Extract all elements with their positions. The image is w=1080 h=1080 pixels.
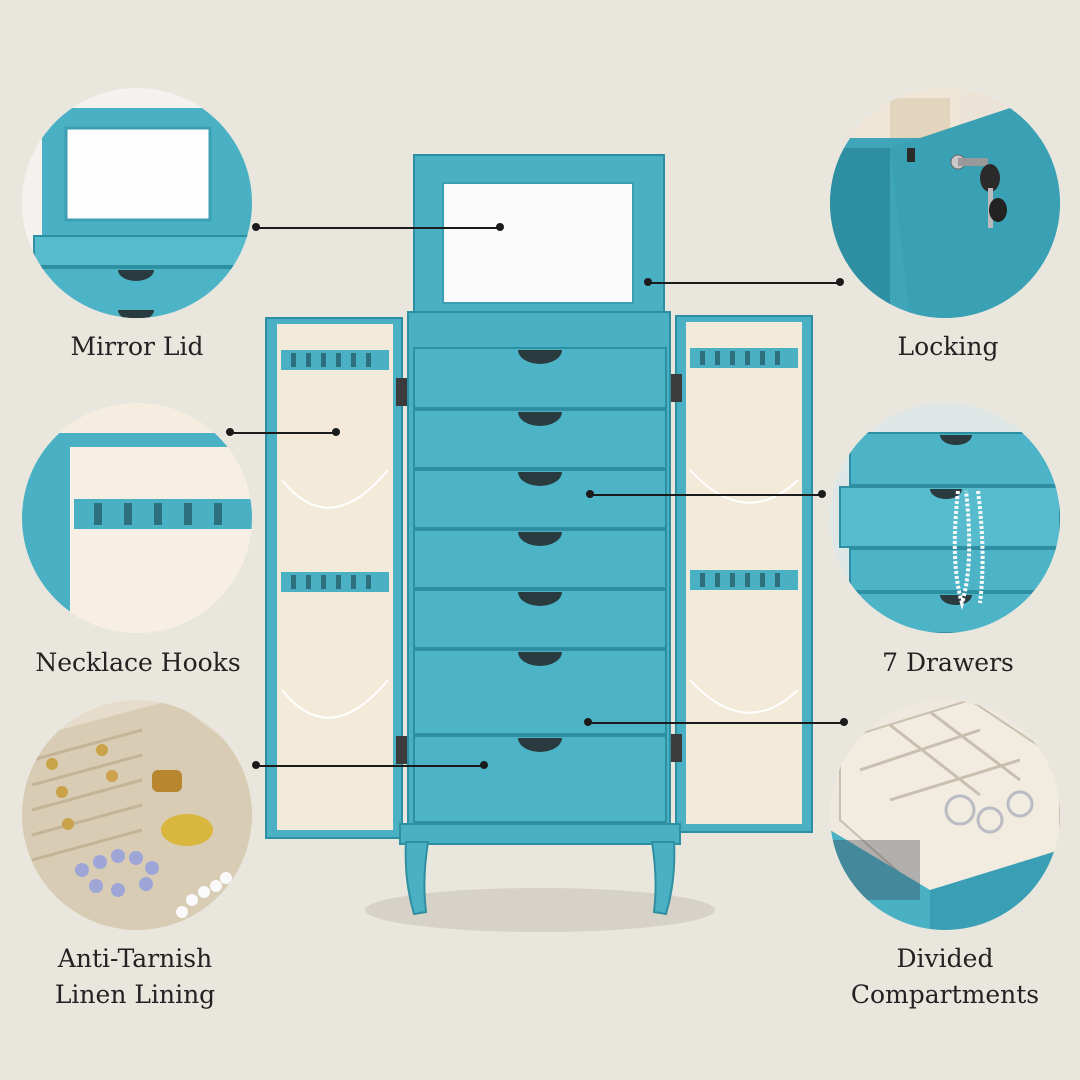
lining-label-line1: Anti-Tarnish bbox=[57, 944, 213, 973]
necklace-hooks-leader-end bbox=[332, 428, 340, 436]
mirror-lid-leader-end bbox=[496, 223, 504, 231]
lining-leader-end bbox=[480, 761, 488, 769]
compartments-closeup bbox=[830, 700, 1060, 930]
drawers-closeup bbox=[830, 403, 1060, 633]
mirror-lid-leader bbox=[256, 227, 500, 229]
drawers-leader bbox=[590, 494, 824, 496]
necklace-hooks-leader-dot bbox=[226, 428, 234, 436]
locking-leader-end bbox=[836, 278, 844, 286]
drawers-leader-end bbox=[818, 490, 826, 498]
drawers-label: 7 Drawers bbox=[882, 648, 1014, 677]
drawers-leader-2-dot bbox=[584, 718, 592, 726]
mirror-lid-closeup bbox=[22, 88, 252, 318]
compartments-label-line2: Compartments bbox=[850, 980, 1040, 1009]
necklace-hooks-detail-circle bbox=[22, 403, 252, 633]
drawers-leader-2-end bbox=[840, 718, 848, 726]
lining-label-line2: Linen Lining bbox=[54, 980, 216, 1009]
mirror-lid-label: Mirror Lid bbox=[70, 332, 204, 361]
ring-tray-closeup bbox=[22, 700, 252, 930]
mirror-lid-detail-circle bbox=[22, 88, 252, 318]
drawers-leader-dot bbox=[586, 490, 594, 498]
necklace-hooks-closeup bbox=[22, 403, 252, 633]
linen-lining-detail-circle bbox=[22, 700, 252, 930]
locking-label: Locking bbox=[897, 332, 999, 361]
compartments-label-line1: Divided bbox=[896, 944, 994, 973]
necklace-hooks-label: Necklace Hooks bbox=[35, 648, 241, 677]
locking-leader-dot bbox=[644, 278, 652, 286]
drawers-leader-2 bbox=[588, 722, 846, 724]
drawers-detail-circle bbox=[830, 403, 1060, 633]
lock-key-closeup bbox=[830, 88, 1060, 318]
lining-leader-dot bbox=[252, 761, 260, 769]
mirror-lid-leader-dot bbox=[252, 223, 260, 231]
lining-leader bbox=[256, 765, 484, 767]
compartments-detail-circle bbox=[830, 700, 1060, 930]
locking-detail-circle bbox=[830, 88, 1060, 318]
necklace-hooks-leader bbox=[230, 432, 336, 434]
mirror-glass bbox=[442, 182, 634, 304]
locking-leader bbox=[648, 282, 842, 284]
